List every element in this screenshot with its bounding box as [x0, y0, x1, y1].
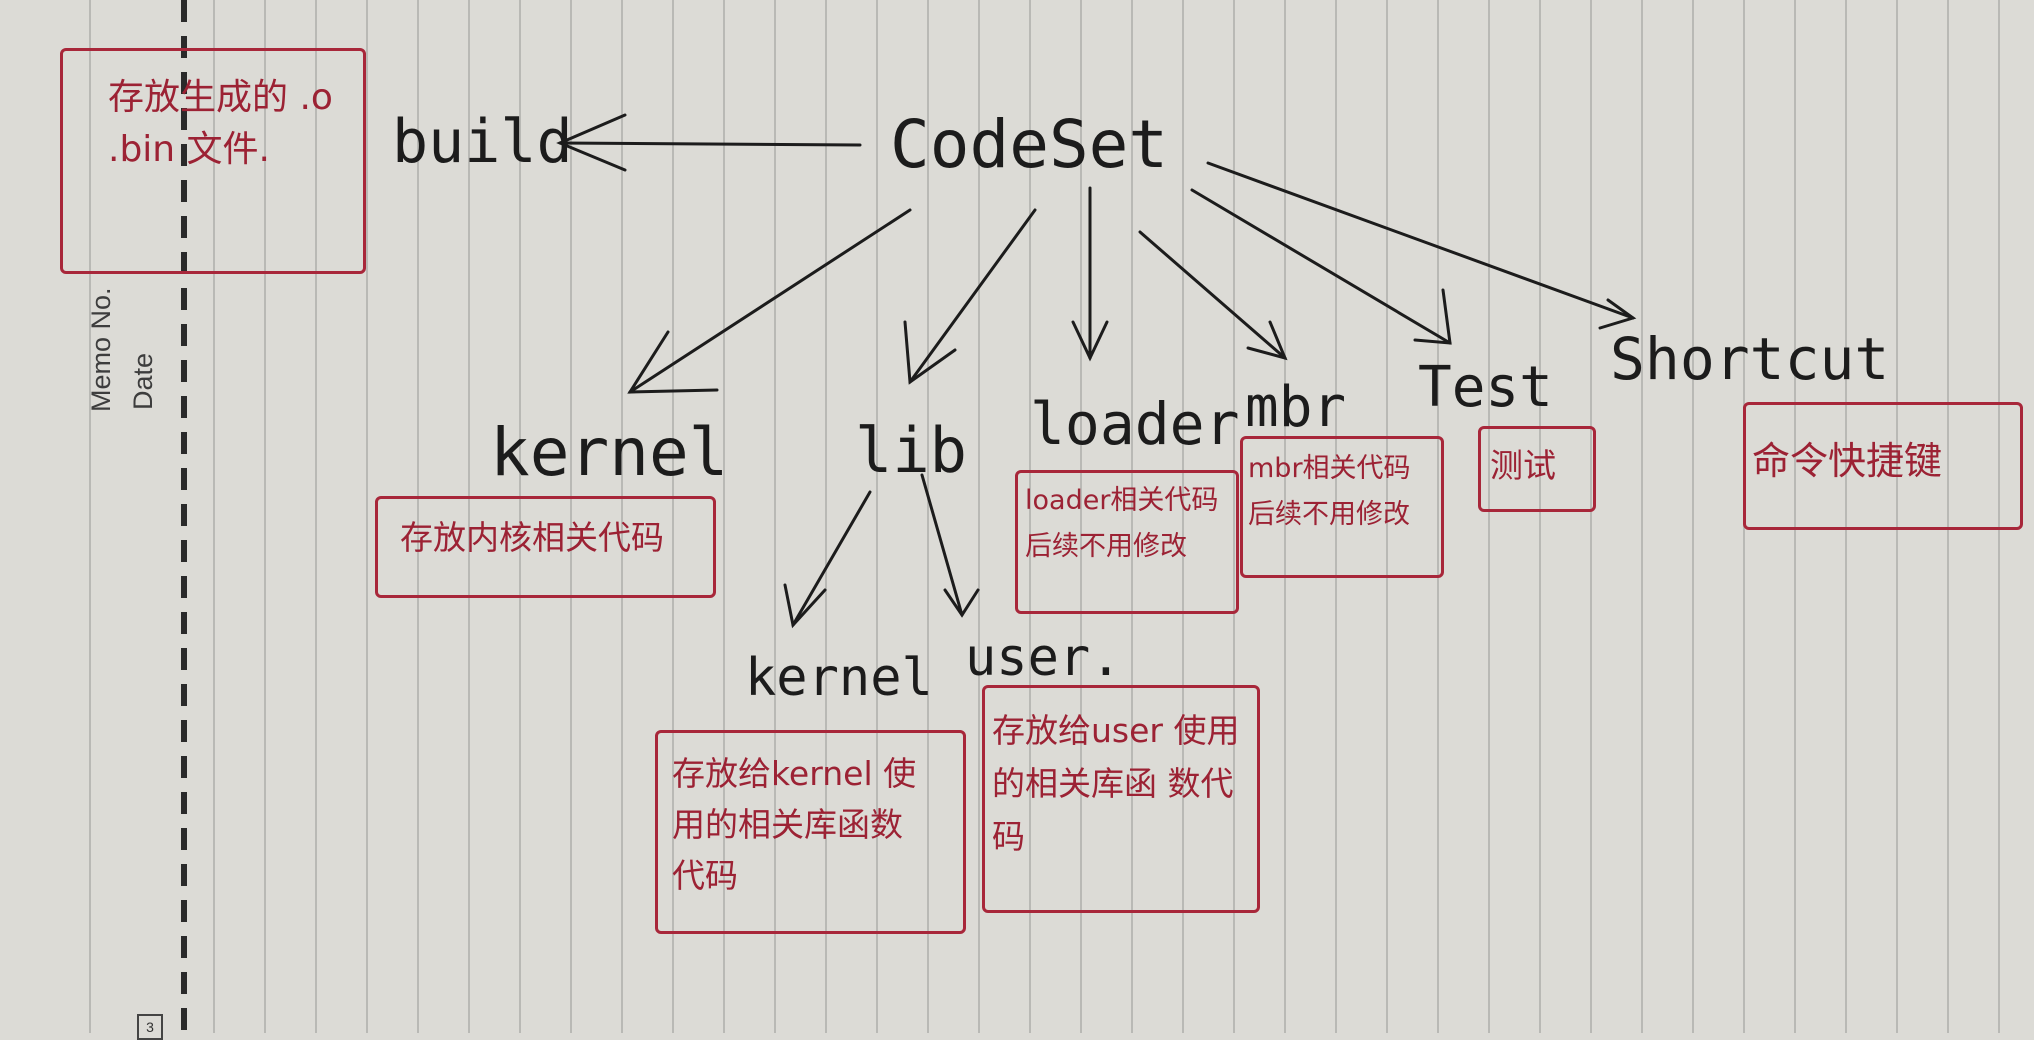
rule-line [1437, 0, 1439, 1033]
rule-line [876, 0, 878, 1033]
rule-line [468, 0, 470, 1033]
arrow-to-lib [903, 208, 1037, 385]
rule-line [1335, 0, 1337, 1033]
note-box-lib-kernel [655, 730, 966, 934]
arrow-to-loader [1071, 186, 1109, 362]
note-box-test [1478, 426, 1596, 512]
note-box-kernel [375, 496, 716, 598]
date-label: Date [128, 352, 158, 410]
node-shortcut: Shortcut [1610, 325, 1890, 393]
note-build: 存放生成的 .o .bin 文件. [108, 77, 333, 171]
page-number: 3 [137, 1014, 163, 1040]
rule-line [1386, 0, 1388, 1033]
rule-line [213, 0, 215, 1033]
node-test: Test [1418, 355, 1553, 420]
note-test: 测试 [1490, 446, 1556, 485]
root-codeset: CodeSet [890, 106, 1169, 183]
note-box-shortcut [1743, 402, 2023, 530]
rule-line [621, 0, 623, 1033]
note-lib-kernel: 存放给kernel 使用的相关库函数 代码 [672, 754, 917, 896]
rule-line [1998, 0, 2000, 1033]
note-box-build [60, 48, 366, 274]
arrow-to-lib-user [920, 473, 980, 618]
note-box-loader [1015, 470, 1239, 614]
rule-line [1845, 0, 1847, 1033]
arrow-to-test [1190, 188, 1452, 345]
rule-line [1692, 0, 1694, 1033]
rule-line [1794, 0, 1796, 1033]
rule-line [1131, 0, 1133, 1033]
arrow-to-build [556, 113, 862, 172]
rule-line [1284, 0, 1286, 1033]
node-loader: loader [1030, 390, 1240, 458]
rule-line [723, 0, 725, 1033]
rule-line [1080, 0, 1082, 1033]
rule-line [672, 0, 674, 1033]
rule-line [978, 0, 980, 1033]
rule-line [315, 0, 317, 1033]
arrow-to-shortcut [1206, 161, 1637, 330]
rule-line [1488, 0, 1490, 1033]
margin-dashed-line [181, 0, 187, 1033]
rule-line [570, 0, 572, 1033]
rule-line [1590, 0, 1592, 1033]
rule-line [1641, 0, 1643, 1033]
rule-line [1947, 0, 1949, 1033]
note-kernel: 存放内核相关代码 [400, 518, 664, 557]
rule-line [1029, 0, 1031, 1033]
rule-line [1182, 0, 1184, 1033]
rule-line [1233, 0, 1235, 1033]
node-build: build [392, 107, 573, 177]
note-lib-user: 存放给user 使用的相关库函 数代码 [992, 711, 1240, 856]
arrow-to-lib-kernel [783, 490, 872, 629]
rule-line [1896, 0, 1898, 1033]
arrow-to-mbr [1138, 230, 1288, 361]
node-lib: lib [855, 414, 967, 487]
node-lib-kernel: kernel [745, 648, 933, 708]
rule-line [519, 0, 521, 1033]
rule-line [366, 0, 368, 1033]
note-mbr: mbr相关代码 后续不用修改 [1248, 453, 1411, 530]
rule-line [1539, 0, 1541, 1033]
note-loader: loader相关代码 后续不用修改 [1025, 485, 1219, 562]
note-shortcut: 命令快捷键 [1752, 439, 1943, 483]
rule-line [774, 0, 776, 1033]
node-kernel: kernel [490, 414, 729, 491]
rule-line [417, 0, 419, 1033]
node-mbr: mbr [1245, 375, 1347, 440]
rule-line [264, 0, 266, 1033]
note-box-lib-user [982, 685, 1260, 913]
note-box-mbr [1240, 436, 1444, 578]
memo-no-label: Memo No. [86, 287, 116, 412]
node-lib-user: user. [965, 628, 1122, 688]
rule-line [89, 0, 91, 1033]
